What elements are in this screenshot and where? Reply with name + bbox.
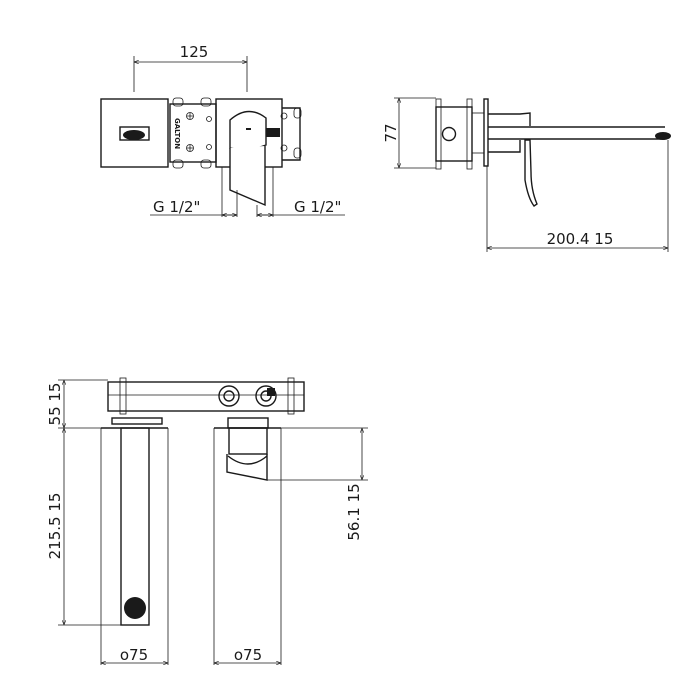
right-bracket	[280, 107, 302, 161]
side-lever	[524, 139, 538, 207]
dimension-o75-right-label: o75	[234, 646, 262, 664]
front-view: 125 GALTON	[100, 43, 345, 217]
plan-view: 55 15 215.5 15 56.1 15 o75 o75	[46, 377, 368, 665]
wall-plate	[483, 98, 489, 167]
inlet-left-label: G 1/2"	[153, 198, 200, 216]
mixer-body	[488, 112, 531, 153]
dimension-215-label: 215.5 15	[46, 493, 64, 560]
aerator-icon	[655, 132, 671, 140]
dimension-77-label: 77	[382, 123, 400, 142]
valve-box	[435, 98, 485, 170]
mixer-handle	[229, 110, 267, 151]
lever	[229, 146, 266, 207]
inlet-right-label: G 1/2"	[294, 198, 341, 216]
brand-logo: GALTON	[173, 118, 181, 149]
aerator-icon	[123, 130, 145, 140]
lever-plan	[213, 417, 282, 665]
dimension-200-label: 200.4 15	[547, 230, 614, 248]
spout	[488, 126, 665, 140]
side-view: 77 200.4 15	[382, 97, 671, 252]
installation-box-top	[107, 377, 305, 415]
dimension-125-label: 125	[180, 43, 209, 61]
dimension-55-label: 55 15	[46, 383, 64, 426]
left-cover-plate	[100, 98, 169, 168]
dimension-o75-left-label: o75	[120, 646, 148, 664]
spout-plan	[100, 417, 169, 665]
mounting-bracket: GALTON	[169, 97, 217, 169]
dimension-56-label: 56.1 15	[345, 483, 363, 540]
